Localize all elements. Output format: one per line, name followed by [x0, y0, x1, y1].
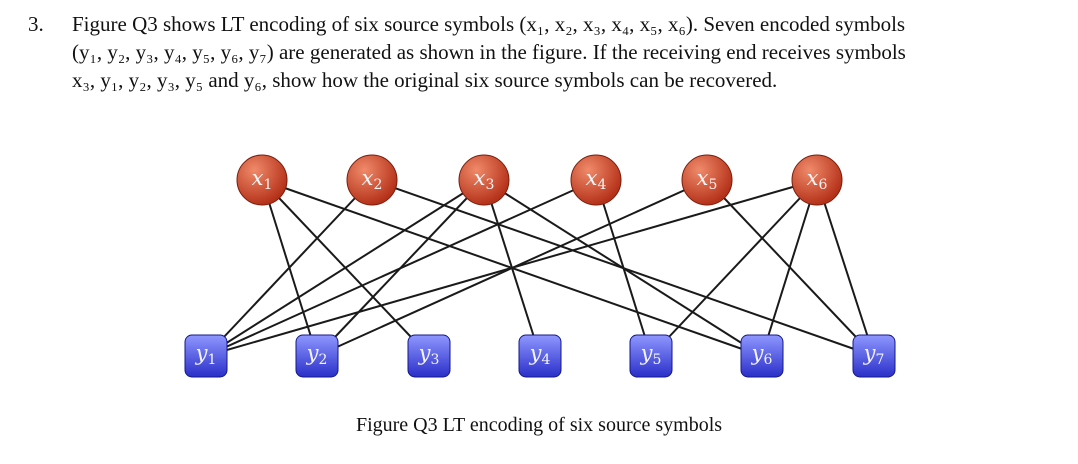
- encoded-node-y4-box: [518, 334, 562, 378]
- encoded-node-y3-box: [407, 334, 451, 378]
- source-node-x4: x4: [570, 154, 622, 206]
- encoded-node-y2-label: y2: [306, 341, 328, 368]
- question-line-3: x₃, y₁, y₂, y₃, y₅ and y₆, show how the …: [72, 68, 778, 92]
- encoded-node-y5-label: y5: [640, 341, 662, 368]
- question-number: 3.: [28, 12, 44, 36]
- question-line-2: (y₁, y₂, y₃, y₄, y₅, y₆, y₇) are generat…: [72, 40, 906, 64]
- source-node-x5-circle: [681, 154, 733, 206]
- encoded-node-y1-label: y1: [195, 341, 217, 368]
- source-node-x4-circle: [570, 154, 622, 206]
- edge-x3-y1: [205, 179, 485, 357]
- source-node-x3: x3: [458, 154, 510, 206]
- edge-x6-y1: [205, 179, 818, 357]
- source-node-x2: x2: [346, 154, 398, 206]
- encoded-node-y6-box: [740, 334, 784, 378]
- edge-x4-y1: [205, 179, 597, 357]
- edge-x6-y7: [816, 179, 875, 357]
- encoded-node-y6-label: y6: [751, 341, 773, 368]
- encoded-node-y2-box: [295, 334, 339, 378]
- encoded-node-y4-label: y4: [529, 341, 551, 368]
- encoded-node-y7-label: y7: [863, 341, 885, 368]
- source-node-x6: x6: [791, 154, 843, 206]
- source-node-x1-circle: [236, 154, 288, 206]
- source-nodes-layer: x1 x2 x3 x4 x5 x6: [236, 154, 843, 206]
- question-text: Figure Q3 shows LT encoding of six sourc…: [72, 10, 1062, 94]
- source-node-x3-circle: [458, 154, 510, 206]
- edges-layer: [205, 179, 875, 357]
- encoded-node-y4: y4: [518, 334, 562, 378]
- figure-caption: Figure Q3 LT encoding of six source symb…: [355, 414, 723, 436]
- encoded-node-y5: y5: [629, 334, 673, 378]
- edge-x2-y1: [205, 179, 373, 357]
- source-node-x6-circle: [791, 154, 843, 206]
- edge-x6-y5: [650, 179, 818, 357]
- encoded-node-y7: y7: [852, 334, 896, 378]
- encoded-node-y7-box: [852, 334, 896, 378]
- source-node-x1-label: x1: [252, 166, 273, 193]
- source-node-x3-label: x3: [474, 166, 495, 193]
- encoded-node-y1-box: [184, 334, 228, 378]
- source-node-x5: x5: [681, 154, 733, 206]
- encoded-node-y3: y3: [407, 334, 451, 378]
- source-node-x2-circle: [346, 154, 398, 206]
- encoded-node-y6: y6: [740, 334, 784, 378]
- source-node-x4-label: x4: [586, 166, 607, 193]
- edge-x4-y5: [595, 179, 652, 357]
- encoded-nodes-layer: y1 y2 y3 y4 y5 y6 y7: [184, 334, 896, 378]
- source-node-x5-label: x5: [697, 166, 718, 193]
- source-node-x1: x1: [236, 154, 288, 206]
- encoded-node-y3-label: y3: [418, 341, 440, 368]
- encoded-node-y5-box: [629, 334, 673, 378]
- encoded-node-y1: y1: [184, 334, 228, 378]
- source-node-x2-label: x2: [362, 166, 383, 193]
- encoded-node-y2: y2: [295, 334, 339, 378]
- source-node-x6-label: x6: [807, 166, 828, 193]
- question-line-1: Figure Q3 shows LT encoding of six sourc…: [72, 12, 906, 36]
- edge-x6-y6: [761, 179, 818, 357]
